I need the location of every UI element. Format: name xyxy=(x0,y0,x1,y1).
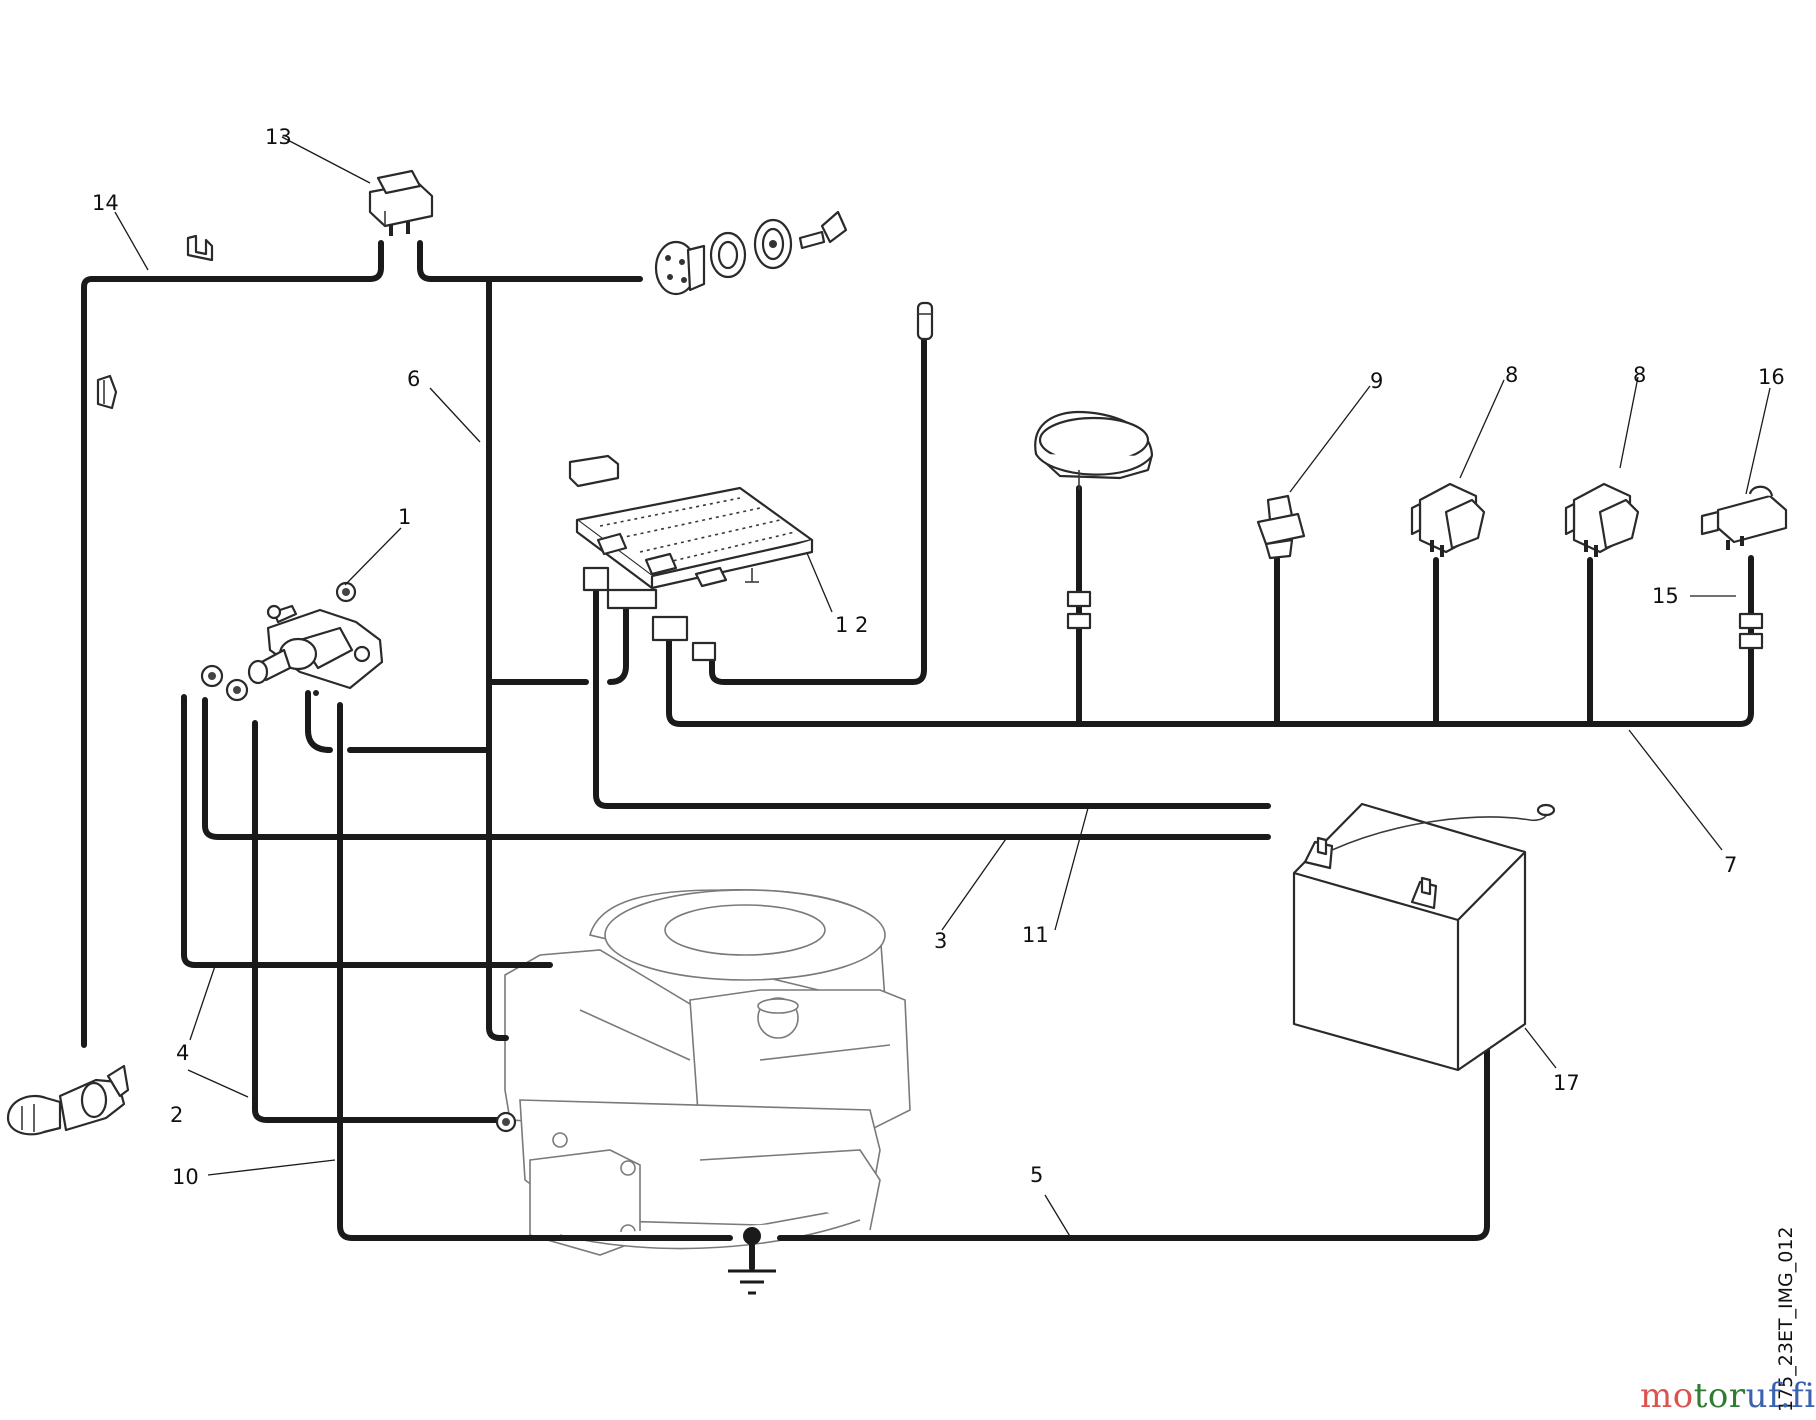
image-code: 175_23ET_IMG_012 xyxy=(1775,1226,1797,1412)
callout-8b: 8 xyxy=(1633,363,1646,387)
wiring-harness xyxy=(81,240,1754,1271)
wire-10 xyxy=(337,702,733,1241)
nut-icon xyxy=(495,1111,517,1133)
nut-icon xyxy=(200,664,224,688)
nut-icon xyxy=(225,678,249,702)
microswitch-icon xyxy=(1700,485,1788,550)
watermark-part2: tor xyxy=(1693,1376,1746,1416)
engine-illustration xyxy=(504,888,911,1256)
wire-4 xyxy=(181,694,492,968)
callout-1: 1 xyxy=(398,505,411,529)
wire-board-connector-b xyxy=(607,603,629,685)
safety-switch-icon xyxy=(1410,482,1486,557)
callout-3: 3 xyxy=(934,929,947,953)
connector-horn-top xyxy=(1066,590,1092,608)
callout-7: 7 xyxy=(1724,853,1737,877)
callout-4: 4 xyxy=(176,1041,189,1065)
leader-lines xyxy=(114,136,1771,1239)
wire-2 xyxy=(252,720,503,1123)
lamp-bulb-icon xyxy=(6,1094,62,1136)
callout-17: 17 xyxy=(1553,1071,1580,1095)
wire-sensor xyxy=(709,327,927,685)
horn-icon xyxy=(1034,410,1154,490)
connector-15-top xyxy=(1738,612,1764,630)
callout-2: 2 xyxy=(170,1103,183,1127)
connector-c xyxy=(651,615,689,642)
lamp-socket-icon xyxy=(58,1064,130,1132)
connector-a xyxy=(582,566,610,592)
watermark-part1: mo xyxy=(1640,1376,1694,1416)
callout-labels: 1 2 3 4 5 6 7 8 8 9 10 11 1 2 13 14 15 1… xyxy=(92,125,1785,1189)
wire-5 xyxy=(777,911,1490,1241)
wire-ignition-feed xyxy=(417,240,643,282)
pressure-sensor-icon xyxy=(1256,494,1306,560)
watermark-logo: motoruf.fi xyxy=(1640,1376,1816,1416)
connector-b xyxy=(606,588,658,610)
starter-solenoid-icon xyxy=(247,604,384,696)
callout-10: 10 xyxy=(172,1165,199,1189)
connector-d xyxy=(691,641,717,662)
ground-junction xyxy=(743,1227,761,1245)
callout-15: 15 xyxy=(1652,584,1679,608)
wire-3 xyxy=(202,697,1271,840)
connector-horn-bottom xyxy=(1066,612,1092,630)
wire-solenoid-term xyxy=(305,690,333,753)
callout-9: 9 xyxy=(1370,369,1383,393)
key-icon xyxy=(798,210,848,250)
sensor-probe-icon xyxy=(916,301,934,341)
wire-11 xyxy=(593,587,1271,809)
nut-icon xyxy=(335,581,357,603)
callout-14: 14 xyxy=(92,191,119,215)
cable-clip-icon xyxy=(96,374,118,410)
callout-12: 1 2 xyxy=(835,613,868,637)
wire-6 xyxy=(486,276,509,1041)
battery-icon xyxy=(1292,802,1556,1072)
ground-symbol-icon xyxy=(728,1269,776,1295)
safety-switch-icon xyxy=(1564,482,1640,557)
callout-13: 13 xyxy=(265,125,292,149)
callout-16: 16 xyxy=(1758,365,1785,389)
callout-5: 5 xyxy=(1030,1163,1043,1187)
callout-6: 6 xyxy=(407,367,420,391)
rocker-switch-icon xyxy=(368,169,434,236)
watermark-part3: uf.fi xyxy=(1745,1376,1816,1416)
wire-14 xyxy=(81,240,384,1048)
callout-11: 11 xyxy=(1022,923,1049,947)
connector-15-bottom xyxy=(1738,632,1764,650)
callout-8a: 8 xyxy=(1505,363,1518,387)
cable-clip-icon xyxy=(186,234,214,262)
wire-7 xyxy=(666,637,1754,727)
ignition-switch-icon xyxy=(654,218,793,296)
circuit-board-icon xyxy=(568,454,814,590)
